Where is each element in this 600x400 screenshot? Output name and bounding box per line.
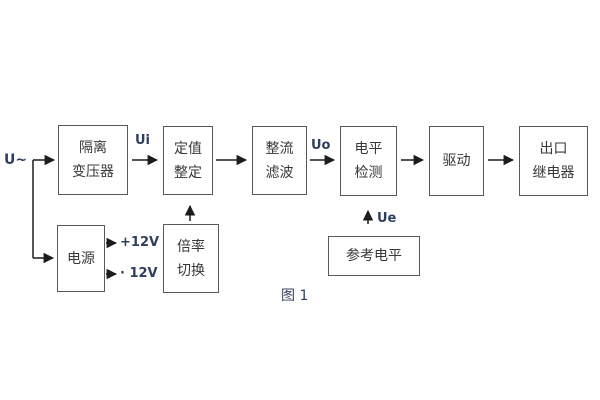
block-isolation-transformer: 隔离 变压器 xyxy=(58,125,128,195)
block-label: 检测 xyxy=(354,165,383,181)
block-level-detection: 电平 检测 xyxy=(340,126,397,196)
block-output-relay: 出口 继电器 xyxy=(519,126,588,196)
block-setting: 定值 整定 xyxy=(163,126,213,195)
block-label: 出口 xyxy=(539,141,568,157)
signal-label-uo: Uo xyxy=(311,138,331,153)
block-label: 滤波 xyxy=(265,164,294,181)
block-label: 电源 xyxy=(67,250,95,267)
block-power-supply: 电源 xyxy=(57,225,105,292)
block-label: 变压器 xyxy=(72,164,114,180)
block-label: 继电器 xyxy=(532,165,575,181)
block-label: 倍率 xyxy=(177,238,205,255)
block-label: 电平 xyxy=(354,141,383,157)
block-label: 隔离 xyxy=(79,140,107,156)
signal-label-minus12v: · 12V xyxy=(120,266,158,281)
block-rectifier-filter: 整流 滤波 xyxy=(252,126,307,195)
block-ratio-switch: 倍率 切换 xyxy=(163,224,219,293)
block-label: 驱动 xyxy=(442,153,471,169)
signal-label-ui: Ui xyxy=(135,133,151,148)
figure-caption: 图 1 xyxy=(281,288,309,304)
block-label: 参考电平 xyxy=(346,248,402,264)
block-label: 切换 xyxy=(177,262,205,279)
block-reference-level: 参考电平 xyxy=(328,236,420,276)
block-label: 整定 xyxy=(174,164,202,181)
block-driver: 驱动 xyxy=(429,126,484,196)
block-label: 定值 xyxy=(174,140,202,157)
signal-label-input-voltage: U~ xyxy=(4,152,28,168)
signal-label-plus12v: +12V xyxy=(120,235,160,250)
block-label: 整流 xyxy=(265,140,294,157)
signal-label-ue: Ue xyxy=(377,211,397,226)
